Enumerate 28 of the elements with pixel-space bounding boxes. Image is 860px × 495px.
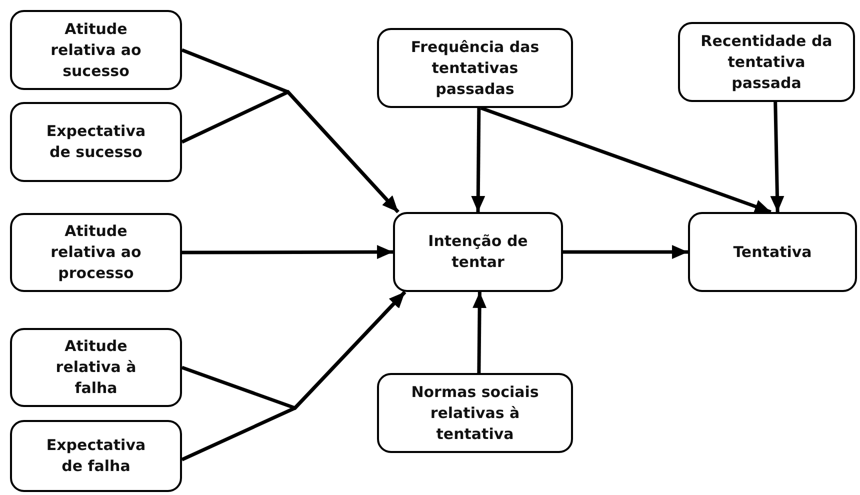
process-box — [10, 420, 182, 492]
node-label: Recentidade da tentativa passada — [700, 30, 834, 94]
process-box — [10, 102, 182, 182]
process-box — [377, 28, 573, 108]
arrow — [563, 245, 688, 259]
node-label: Expectativa de sucesso — [45, 121, 147, 163]
arrow — [181, 290, 406, 462]
process-box — [393, 212, 563, 292]
process-box — [10, 213, 182, 292]
process-box — [678, 22, 855, 102]
arrow — [770, 102, 784, 212]
node-label: Atitude relativa à falha — [54, 336, 138, 399]
node-label: Expectativa de falha — [45, 435, 147, 477]
node-label: Tentativa — [733, 242, 812, 262]
node-label: Frequência das tentativas passadas — [410, 36, 540, 100]
node-label: Atitude relativa ao processo — [50, 221, 142, 284]
arrow — [181, 90, 400, 214]
node-label: Normas sociais relativas à tentativa — [410, 382, 540, 444]
process-box — [377, 373, 573, 453]
process-box — [688, 212, 857, 292]
arrow — [480, 106, 772, 214]
arrow — [472, 292, 487, 374]
process-box — [10, 10, 182, 90]
node-label: Atitude relativa ao sucesso — [50, 18, 142, 82]
arrow — [182, 245, 393, 260]
process-box — [10, 328, 182, 407]
node-label: Intenção de tentar — [427, 231, 529, 273]
arrow — [471, 108, 486, 212]
